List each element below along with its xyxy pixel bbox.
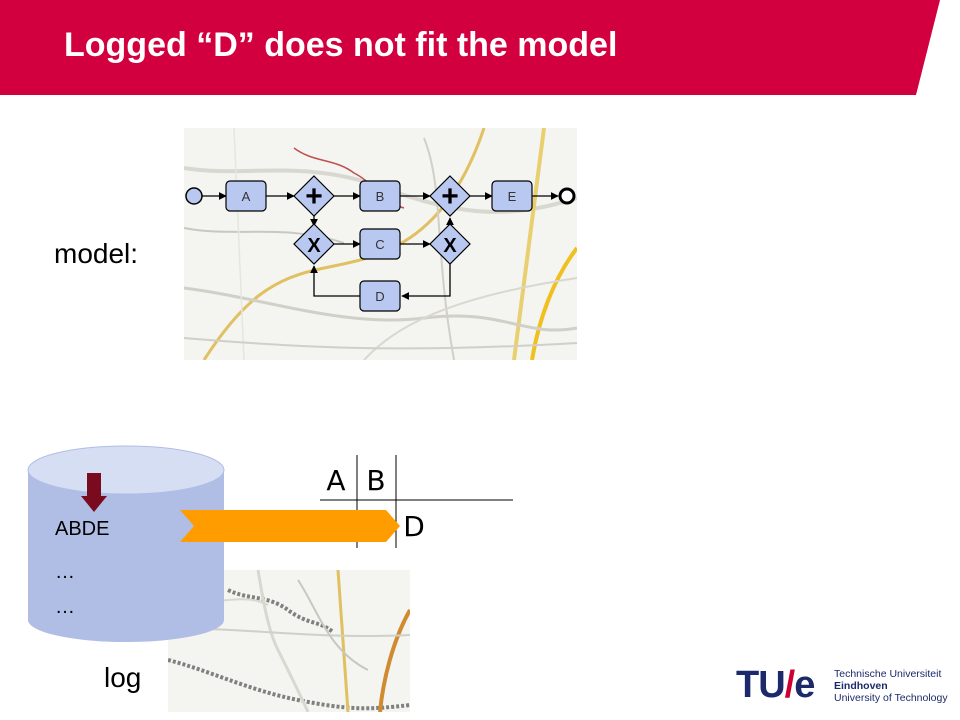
- tue-logo-line2: Eindhoven: [834, 680, 888, 692]
- parallel-join-symbol: +: [441, 180, 459, 213]
- exclusive-split-gateway: X: [293, 223, 335, 265]
- log-trace-2: …: [55, 561, 75, 583]
- task-c-label: C: [375, 237, 384, 252]
- exclusive-join-symbol: X: [443, 235, 457, 257]
- tue-logo-e: e: [794, 664, 815, 706]
- log-label: log: [104, 662, 142, 693]
- task-d-label: D: [375, 289, 384, 304]
- task-d: D: [359, 280, 401, 312]
- header-band: Logged “D” does not fit the model: [0, 0, 960, 95]
- trace-arrow: [180, 510, 400, 542]
- model-label: model:: [54, 238, 139, 269]
- edge-xor-join-d: [401, 264, 451, 300]
- end-event: [558, 187, 576, 205]
- tue-logo-line1: Technische Universiteit: [834, 668, 942, 680]
- exclusive-split-symbol: X: [307, 235, 321, 257]
- tue-logo-tu: TU: [736, 664, 786, 706]
- log-trace-1: ABDE: [55, 518, 110, 540]
- task-e-label: E: [508, 189, 517, 204]
- exclusive-join-gateway: X: [429, 223, 471, 265]
- parallel-join-gateway: +: [429, 175, 471, 217]
- task-b: B: [359, 180, 401, 212]
- tue-logo-mark: TU/e: [736, 664, 815, 707]
- log-database-cylinder: [27, 445, 225, 642]
- parallel-split-gateway: +: [293, 175, 335, 217]
- task-a-label: A: [242, 189, 251, 204]
- parallel-split-symbol: +: [305, 180, 323, 213]
- alignment-d: D: [403, 510, 425, 543]
- slide-title: Logged “D” does not fit the model: [64, 26, 618, 64]
- task-a: A: [225, 180, 267, 212]
- tue-logo-slash: /: [784, 664, 796, 706]
- tue-logo-text: Technische Universiteit Eindhoven Univer…: [834, 668, 948, 704]
- alignment-b: B: [366, 464, 385, 497]
- tue-logo-line3: University of Technology: [834, 692, 948, 704]
- log-trace-3: …: [55, 596, 75, 618]
- edge-d-xor-split: [310, 265, 360, 297]
- task-e: E: [491, 180, 533, 212]
- task-b-label: B: [376, 189, 385, 204]
- header-shape: [0, 0, 940, 95]
- start-event: [185, 187, 203, 205]
- tue-logo: TU/e Technische Universiteit Eindhoven U…: [736, 664, 956, 710]
- down-arrow-icon: [81, 473, 107, 512]
- task-c: C: [359, 228, 401, 260]
- alignment-a: A: [326, 464, 345, 497]
